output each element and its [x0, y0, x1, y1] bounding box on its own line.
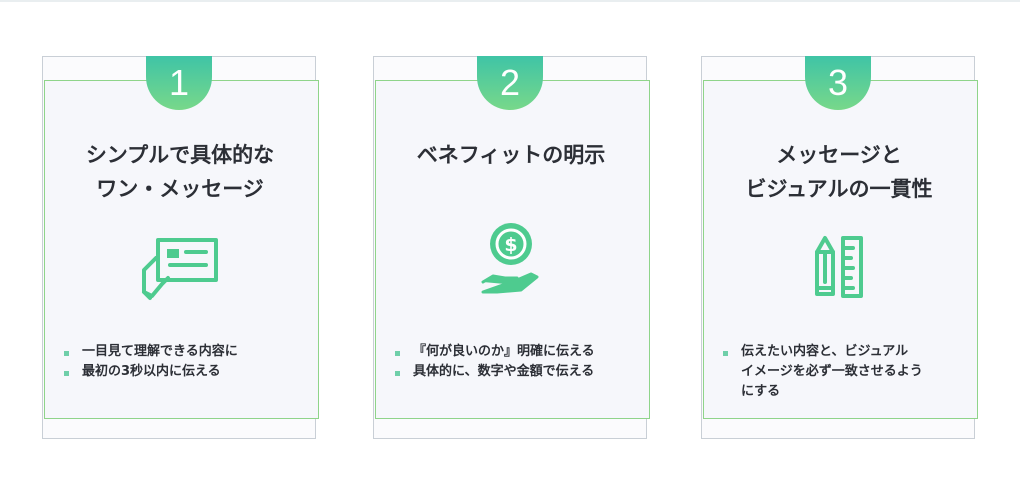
bullet-continuation-text: にする	[741, 384, 781, 399]
card-3: 3 メッセージと ビジュアルの一貫性 伝えたい内容と、ビジュアル イメージを必ず…	[701, 56, 978, 441]
message-card-icon	[42, 234, 318, 304]
card-bullet-list: 伝えたい内容と、ビジュアル イメージを必ず一致させるよう にする	[721, 342, 963, 402]
pencil-ruler-icon	[701, 234, 977, 300]
list-item: 伝えたい内容と、ビジュアル	[721, 342, 963, 362]
card-title-line-1: ベネフィットの明示	[416, 143, 606, 167]
list-item: 一目見て理解できる内容に	[62, 342, 304, 362]
list-item: 『何が良いのか』明確に伝える	[393, 342, 635, 362]
card-bullet-list: 『何が良いのか』明確に伝える 具体的に、数字や金額で伝える	[393, 342, 635, 382]
step-number-badge: 2	[477, 56, 543, 110]
card-panel	[703, 80, 978, 419]
list-item: 最初の3秒以内に伝える	[62, 362, 304, 382]
card-panel	[44, 80, 319, 419]
card-title-line-1: メッセージと	[776, 143, 902, 167]
card-title-line-2: ビジュアルの一貫性	[745, 177, 933, 201]
coin-hand-icon: $	[373, 220, 649, 300]
list-item-continuation: イメージを必ず一致させるよう	[721, 362, 963, 382]
card-bullet-list: 一目見て理解できる内容に 最初の3秒以内に伝える	[62, 342, 304, 382]
card-title-line-1: シンプルで具体的な	[85, 143, 275, 167]
list-item-continuation: にする	[721, 382, 963, 402]
step-number-badge: 3	[805, 56, 871, 110]
card-2: 2 ベネフィットの明示 $ 『何が良いのか』明確に伝える 具体的に、数字や金額で…	[373, 56, 650, 441]
list-item: 具体的に、数字や金額で伝える	[393, 362, 635, 382]
svg-text:$: $	[504, 234, 517, 256]
bullet-continuation-text: イメージを必ず一致させるよう	[741, 364, 923, 379]
step-number-badge: 1	[146, 56, 212, 110]
top-divider	[0, 0, 1020, 2]
card-1: 1 シンプルで具体的な ワン・メッセージ 一目見て理解できる内容に 最初の3秒以…	[42, 56, 319, 441]
card-title-line-2: ワン・メッセージ	[96, 177, 264, 201]
